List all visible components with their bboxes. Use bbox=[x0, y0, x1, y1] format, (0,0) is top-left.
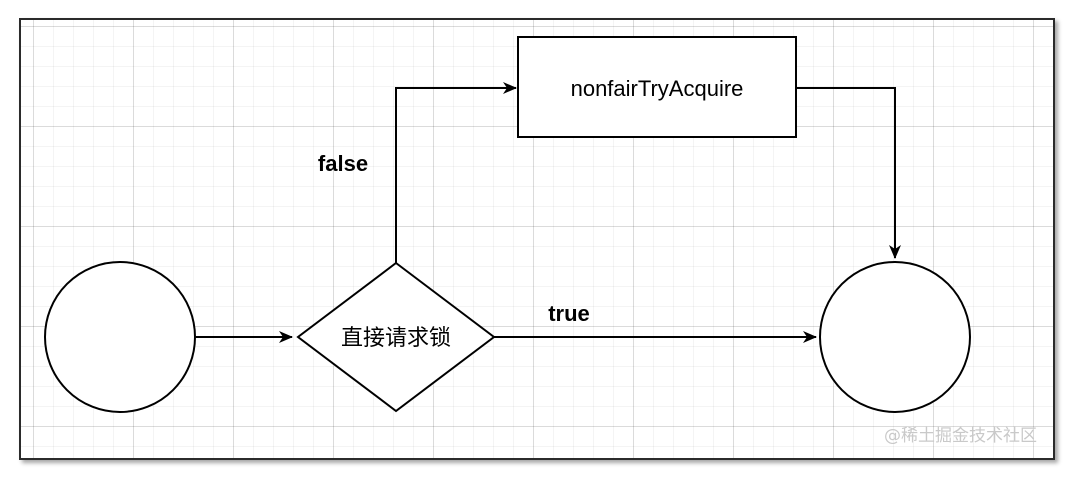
watermark: @稀土掘金技术社区 bbox=[884, 426, 1037, 446]
decision-diamond bbox=[296, 261, 496, 413]
process-box bbox=[517, 36, 797, 138]
decision-label: 直接请求锁 bbox=[341, 326, 451, 351]
process-label: nonfairTryAcquire bbox=[571, 76, 744, 101]
edge-label-false: false bbox=[318, 151, 368, 176]
edge-label-true: true bbox=[548, 301, 590, 326]
edge-process-to-end bbox=[796, 87, 901, 259]
start-circle bbox=[44, 261, 196, 413]
end-circle bbox=[819, 261, 971, 413]
edge-decision-to-process-false bbox=[395, 82, 517, 263]
